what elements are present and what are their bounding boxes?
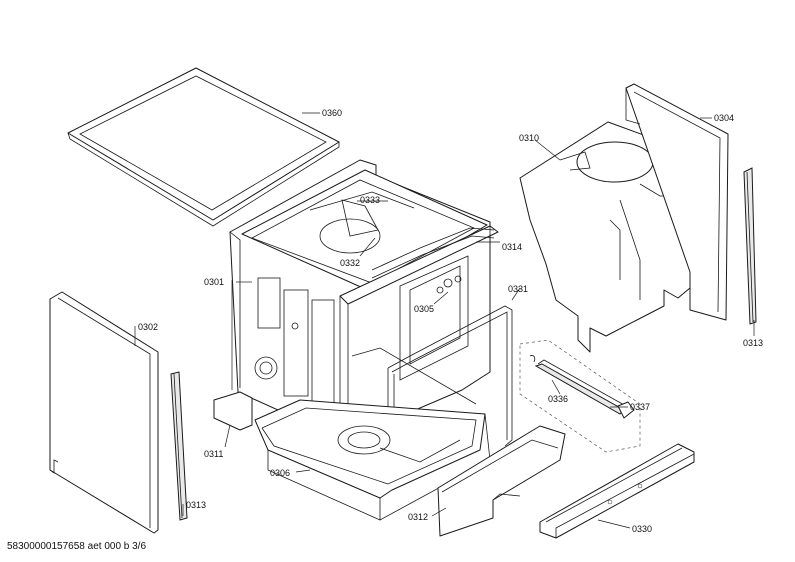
- part-label: 0311: [204, 449, 223, 459]
- part-label: 0332: [340, 258, 360, 268]
- leader-lines: [134, 112, 755, 529]
- foot-pad: [213, 391, 253, 431]
- part-label: 0333: [360, 195, 380, 205]
- part-label: 0314: [502, 242, 522, 252]
- side-strip-right: [743, 167, 757, 325]
- document-id: 58300000157658 aet 000 b 3/6: [7, 541, 147, 552]
- plinth-panel: [437, 425, 566, 537]
- spray-fitting: [436, 275, 462, 294]
- part-label: 0312: [408, 512, 428, 522]
- base-rail: [539, 443, 695, 539]
- rail-assembly: [519, 339, 641, 453]
- part-label: 0360: [322, 108, 342, 118]
- back-panel: [625, 83, 729, 321]
- part-label: 0305: [414, 304, 434, 314]
- part-labels: 0360 0333 0332 0314 0301 0305 0331 0302 …: [138, 108, 763, 534]
- side-panel-left: [49, 291, 159, 534]
- part-label: 0306: [270, 468, 290, 478]
- part-label: 0313: [743, 338, 763, 348]
- part-label: 0336: [548, 394, 568, 404]
- part-label: 0330: [632, 524, 652, 534]
- base-tray: [254, 347, 491, 521]
- part-label: 0331: [508, 284, 528, 294]
- part-label: 0304: [714, 113, 734, 123]
- part-label: 0302: [138, 322, 158, 332]
- part-label: 0310: [519, 133, 539, 143]
- side-strip-left: [170, 371, 188, 521]
- part-label: 0301: [204, 277, 224, 287]
- part-label: 0337: [630, 402, 650, 412]
- part-label: 0313: [186, 500, 206, 510]
- worktop-cover: [67, 67, 340, 227]
- tub-body: [229, 159, 499, 445]
